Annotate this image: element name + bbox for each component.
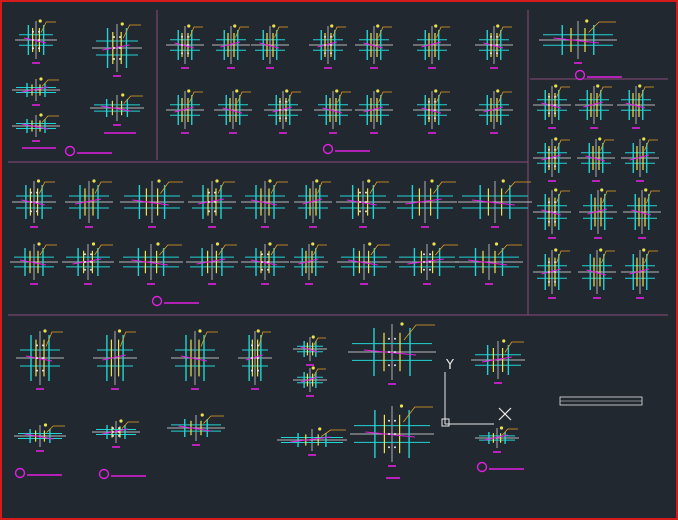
connection-detail xyxy=(214,89,252,134)
connection-detail xyxy=(293,366,327,397)
connection-detail xyxy=(294,179,332,228)
section-marker xyxy=(322,143,370,155)
section-marker xyxy=(151,295,199,307)
connection-detail xyxy=(413,24,451,69)
x-cross-icon xyxy=(498,407,512,421)
connection-detail xyxy=(92,419,140,448)
connection-detail xyxy=(277,427,347,456)
connection-detail xyxy=(62,242,114,285)
connection-detail xyxy=(623,188,661,239)
connection-detail xyxy=(167,413,225,446)
connection-detail xyxy=(12,77,60,106)
connection-detail xyxy=(12,113,60,142)
connection-detail xyxy=(166,24,204,69)
section-marker xyxy=(14,467,62,479)
connection-detail xyxy=(475,24,513,69)
connection-detail xyxy=(238,329,272,390)
connection-detail xyxy=(241,179,289,228)
connection-detail xyxy=(393,179,457,228)
section-marker xyxy=(64,145,112,157)
connection-detail xyxy=(264,89,302,134)
connection-detail xyxy=(533,84,571,129)
connection-detail xyxy=(355,89,393,134)
connection-detail xyxy=(15,19,57,64)
connection-detail xyxy=(395,242,459,285)
connection-detail xyxy=(355,24,393,69)
section-marker xyxy=(98,468,146,480)
connection-detail xyxy=(533,137,571,182)
section-marker xyxy=(476,461,524,473)
connection-detail xyxy=(350,404,434,467)
connection-detail xyxy=(575,84,613,129)
section-markers xyxy=(14,69,622,480)
connection-detail xyxy=(16,329,64,390)
connection-detail xyxy=(455,242,523,285)
connection-detail xyxy=(241,242,289,285)
connection-detail xyxy=(539,19,617,64)
connection-detail xyxy=(621,137,659,182)
connection-detail xyxy=(65,179,113,228)
connection-detail xyxy=(579,188,617,239)
connection-detail xyxy=(14,423,66,452)
connection-detail xyxy=(12,179,56,228)
connection-detail xyxy=(621,248,659,299)
connection-detail xyxy=(119,242,183,285)
connection-detail xyxy=(251,24,289,69)
connection-detail xyxy=(92,22,142,77)
detail-drawings xyxy=(10,19,661,467)
section-marker xyxy=(574,69,622,81)
connection-detail xyxy=(93,329,137,390)
ucs-y-label: Y xyxy=(445,358,454,373)
connection-detail xyxy=(188,179,236,228)
connection-detail xyxy=(458,179,532,228)
connection-detail xyxy=(337,242,391,285)
connection-detail xyxy=(617,84,655,129)
connection-detail xyxy=(293,335,327,366)
connection-detail xyxy=(471,339,525,384)
connection-detail xyxy=(166,89,204,134)
connection-detail xyxy=(186,242,238,285)
connection-detail xyxy=(290,242,328,285)
title-block-table xyxy=(559,396,643,406)
connection-detail xyxy=(475,89,513,134)
connection-detail xyxy=(413,89,451,134)
connection-detail xyxy=(578,248,616,299)
connection-detail xyxy=(533,188,571,239)
connection-detail xyxy=(309,24,347,69)
connection-detail xyxy=(577,137,615,182)
connection-detail xyxy=(533,248,571,299)
connection-detail xyxy=(212,24,250,69)
connection-detail xyxy=(10,242,58,285)
connection-detail xyxy=(171,329,219,390)
connection-detail xyxy=(475,426,519,453)
connection-detail xyxy=(314,89,352,134)
connection-detail xyxy=(120,179,184,228)
ucs-icon: Y xyxy=(441,358,512,427)
connection-detail xyxy=(90,93,144,126)
connection-detail xyxy=(348,322,436,385)
connection-detail xyxy=(336,179,390,228)
panel-dividers xyxy=(8,10,668,316)
